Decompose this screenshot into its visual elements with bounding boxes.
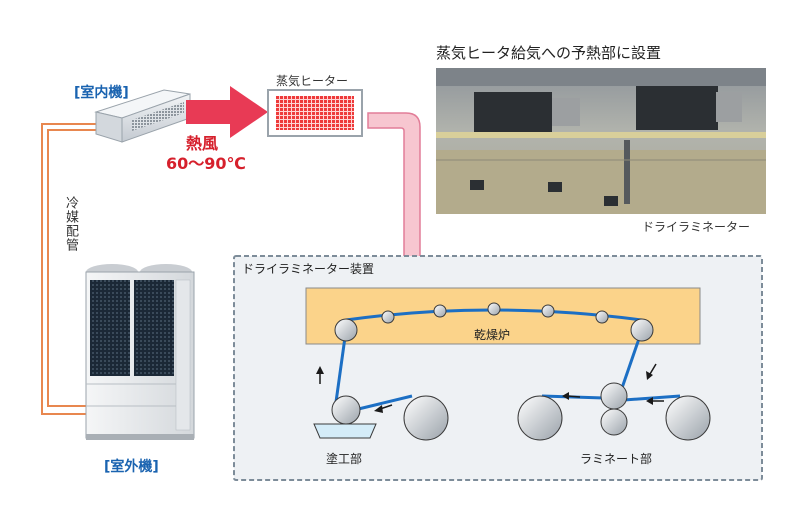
hot-air-temperature-label: 60～90℃ [166, 154, 246, 173]
coating-section [313, 395, 449, 441]
indoor-ac-unit-icon [94, 89, 191, 143]
photo-caption: ドライラミネーター [642, 220, 751, 234]
indoor-unit-label: [室内機] [74, 85, 129, 101]
drying-oven-label: 乾燥炉 [474, 328, 511, 342]
photo-title: 蒸気ヒータ給気への予熱部に設置 [436, 44, 662, 62]
hot-air-label: 熱風 [186, 134, 219, 153]
coating-section-label: 塗工部 [326, 452, 363, 466]
laminate-section [517, 382, 711, 441]
steam-heater-label: 蒸気ヒーター [276, 74, 349, 88]
hot-air-arrow [186, 86, 268, 138]
outdoor-unit-icon [85, 264, 195, 440]
factory-photo [436, 68, 766, 214]
steam-heater-icon [267, 89, 363, 137]
direction-arrows [316, 363, 664, 413]
laminate-section-label: ラミネート部 [580, 452, 653, 466]
refrigerant-pipes [41, 123, 98, 415]
outdoor-unit-label: [室外機] [104, 459, 159, 475]
apparatus-title: ドライラミネーター装置 [242, 262, 375, 276]
refrigerant-pipe-label: 冷媒配管 [63, 196, 78, 252]
oven-rollers [334, 302, 654, 342]
